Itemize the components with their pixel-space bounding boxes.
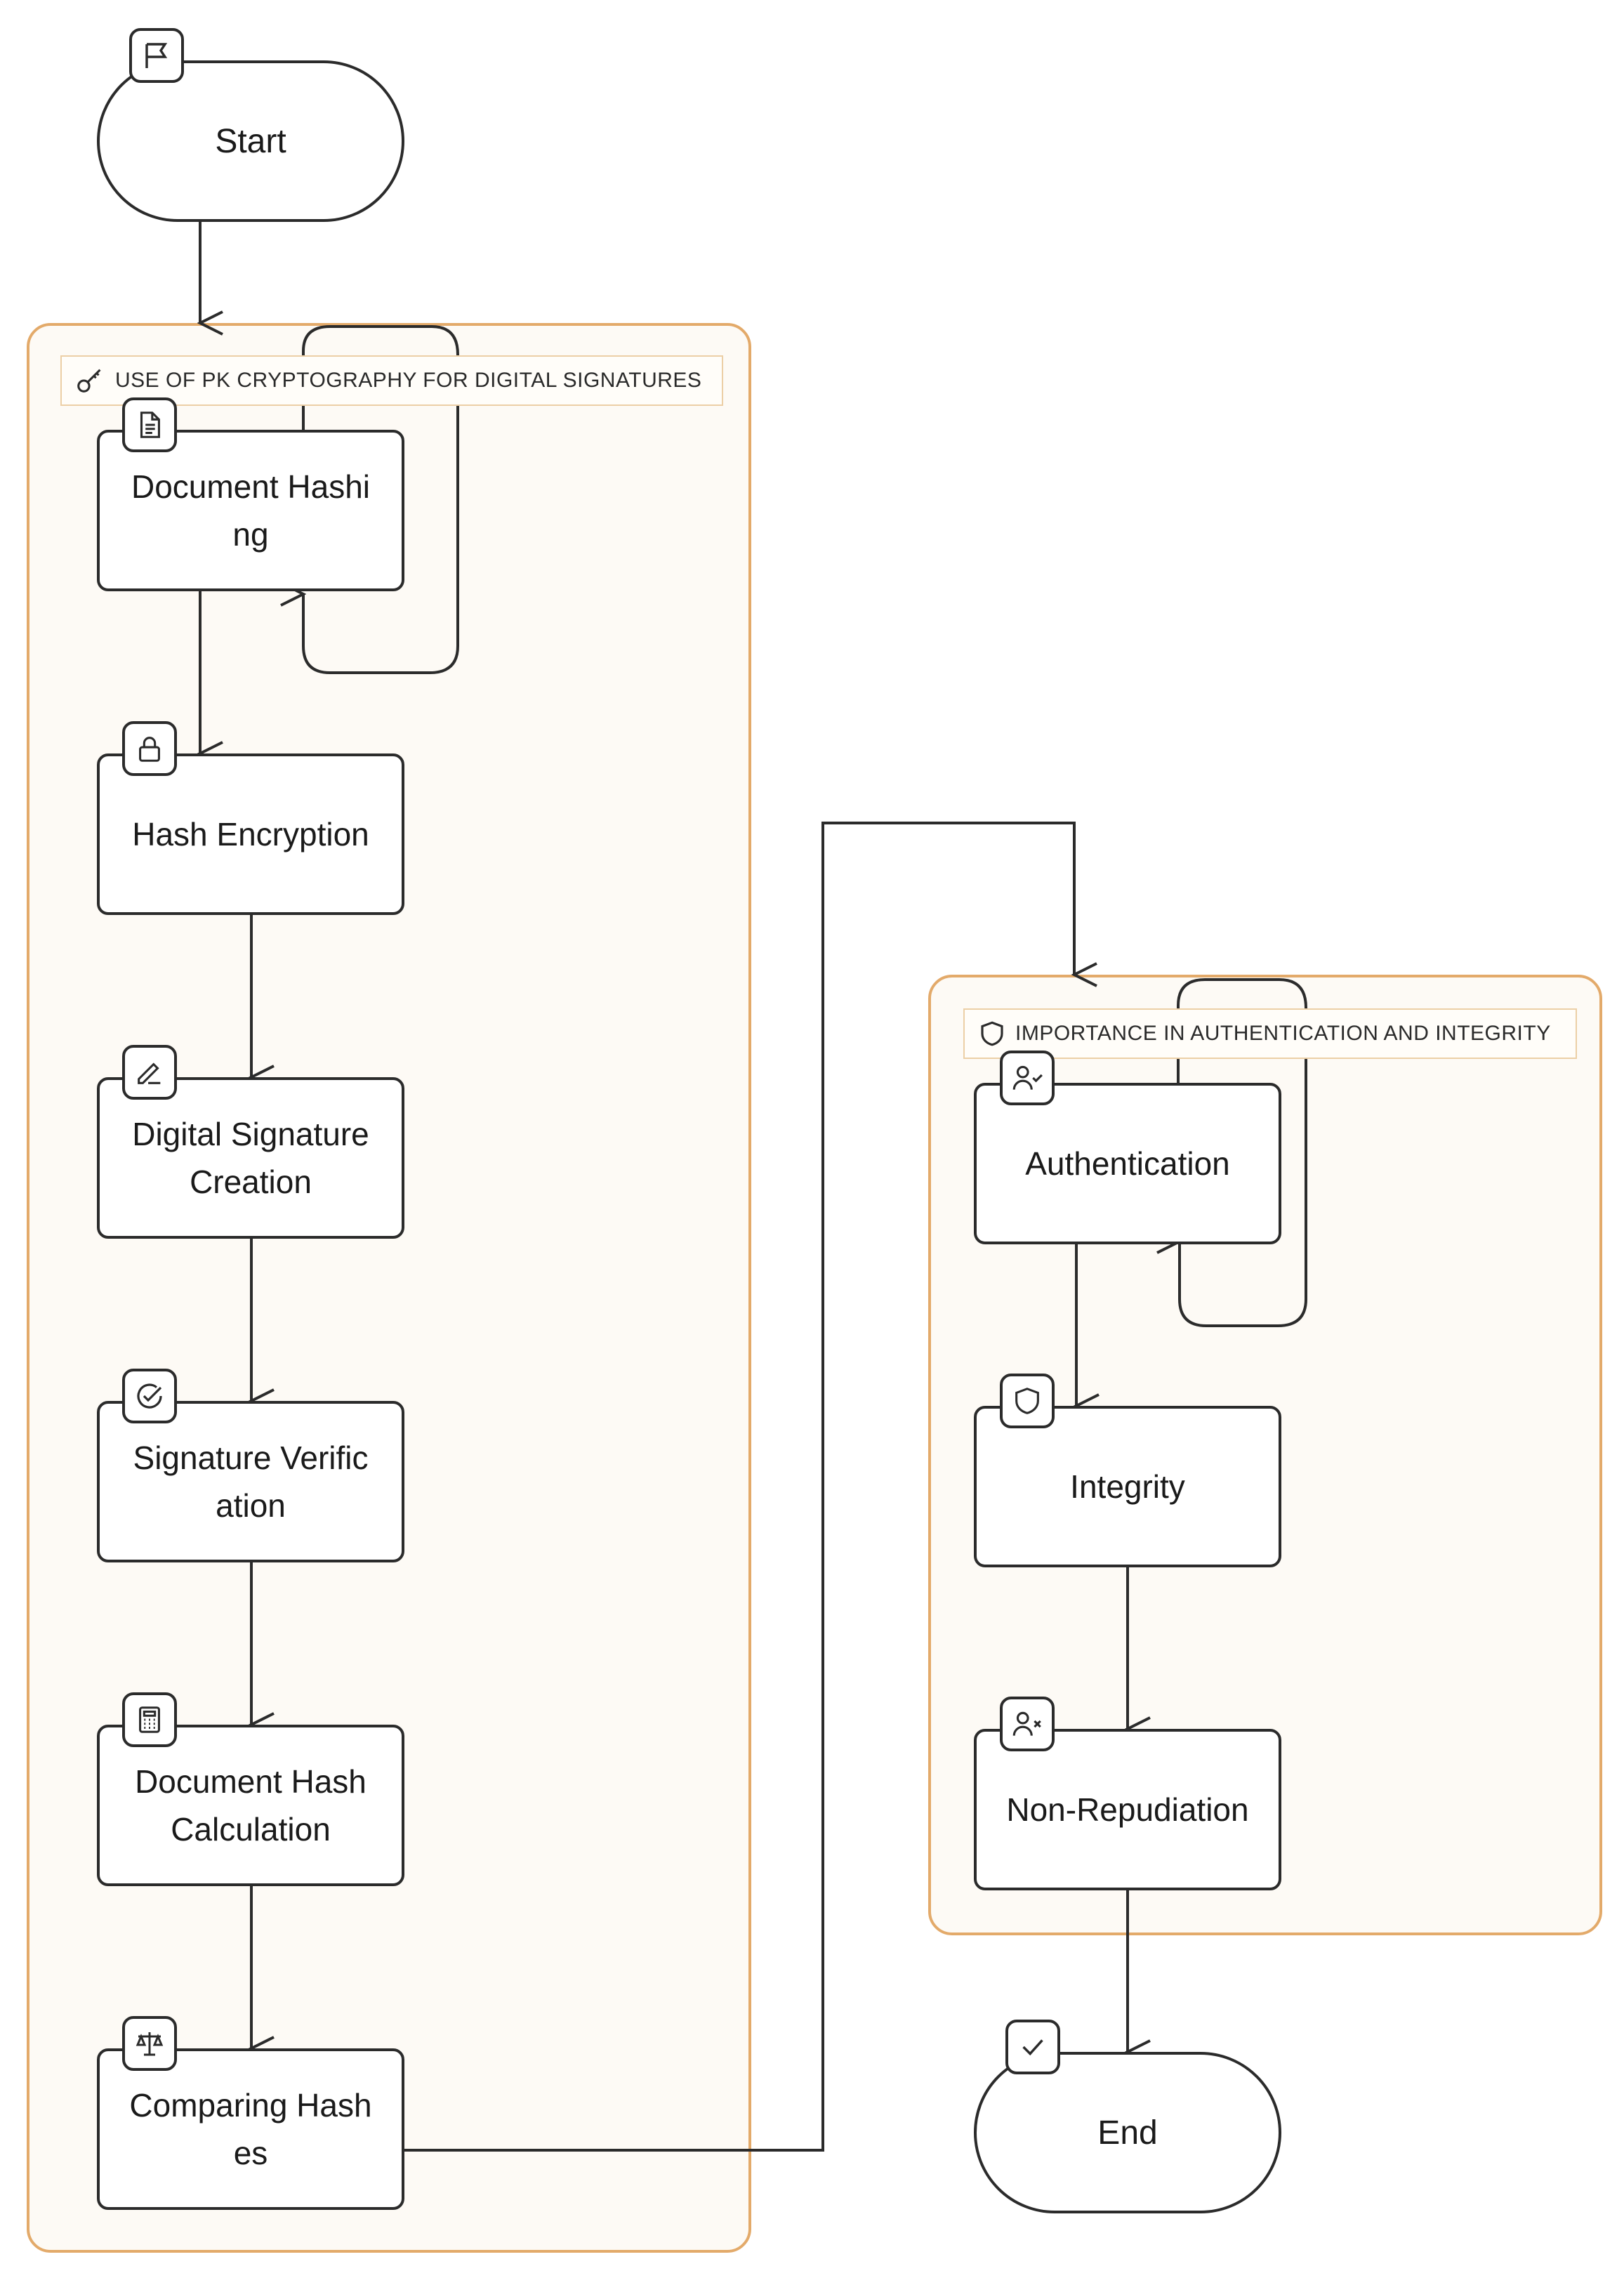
node-label: Digital Signature Creation xyxy=(132,1116,369,1200)
node-signature-verification[interactable]: Signature Verification xyxy=(97,1401,404,1562)
lock-icon xyxy=(139,737,160,762)
shield-icon xyxy=(981,1021,1003,1046)
user-check-icon xyxy=(1012,1065,1043,1090)
group-label-pk-cryptography: USE OF PK CRYPTOGRAPHY FOR DIGITAL SIGNA… xyxy=(60,355,723,406)
group-pk-cryptography xyxy=(27,323,751,2253)
node-digital-signature-creation[interactable]: Digital Signature Creation xyxy=(97,1077,404,1239)
calculator-icon xyxy=(139,1706,160,1733)
scale-icon xyxy=(136,2032,164,2056)
document-icon xyxy=(140,412,160,438)
document-hash-calculation-badge xyxy=(122,1692,177,1747)
node-label: Signature Verification xyxy=(133,1440,369,1524)
node-label: Integrity xyxy=(1070,1468,1185,1505)
check-circle-icon xyxy=(137,1383,162,1409)
non-repudiation-badge xyxy=(1000,1697,1055,1751)
document-hashing-badge xyxy=(122,397,177,452)
signature-verification-badge xyxy=(122,1369,177,1423)
comparing-hashes-badge xyxy=(122,2016,177,2071)
start-node[interactable]: Start xyxy=(97,60,404,222)
node-integrity[interactable]: Integrity xyxy=(974,1406,1281,1567)
node-label: Hash Encryption xyxy=(132,816,369,852)
group-label-text: USE OF PK CRYPTOGRAPHY FOR DIGITAL SIGNA… xyxy=(115,369,702,392)
group-label-authentication-integrity: IMPORTANCE IN AUTHENTICATION AND INTEGRI… xyxy=(963,1008,1577,1059)
node-label: Non-Repudiation xyxy=(1006,1791,1249,1828)
node-label: Document Hashing xyxy=(131,468,371,553)
node-authentication[interactable]: Authentication xyxy=(974,1083,1281,1244)
node-document-hashing[interactable]: Document Hashing xyxy=(97,430,404,591)
edge-authentication-loop xyxy=(1178,978,1307,1327)
edge-comparing-hashes-authentication xyxy=(404,822,1074,2152)
key-icon xyxy=(77,369,101,393)
node-label: End xyxy=(1097,2114,1158,2152)
authentication-badge xyxy=(1000,1051,1055,1105)
node-hash-encryption[interactable]: Hash Encryption xyxy=(97,753,404,915)
end-badge xyxy=(1005,2020,1060,2074)
user-x-icon xyxy=(1012,1711,1041,1736)
node-document-hash-calculation[interactable]: Document Hash Calculation xyxy=(97,1725,404,1886)
node-label: Start xyxy=(215,122,286,160)
hash-encryption-badge xyxy=(122,721,177,776)
node-label: Comparing Hashes xyxy=(129,2087,372,2171)
node-label: Document Hash Calculation xyxy=(135,1763,367,1848)
flag-icon xyxy=(145,43,168,68)
node-comparing-hashes[interactable]: Comparing Hashes xyxy=(97,2048,404,2210)
pen-icon xyxy=(138,1062,161,1084)
start-badge xyxy=(129,28,184,83)
shield-icon xyxy=(1015,1388,1039,1414)
integrity-badge xyxy=(1000,1374,1055,1428)
group-label-text: IMPORTANCE IN AUTHENTICATION AND INTEGRI… xyxy=(1015,1022,1551,1045)
edge-document-hashing-loop xyxy=(303,325,459,674)
node-label: Authentication xyxy=(1025,1145,1230,1182)
end-node[interactable]: End xyxy=(974,2052,1281,2213)
node-non-repudiation[interactable]: Non-Repudiation xyxy=(974,1729,1281,1890)
checkbox-icon xyxy=(1022,2039,1043,2056)
digital-signature-badge xyxy=(122,1045,177,1100)
